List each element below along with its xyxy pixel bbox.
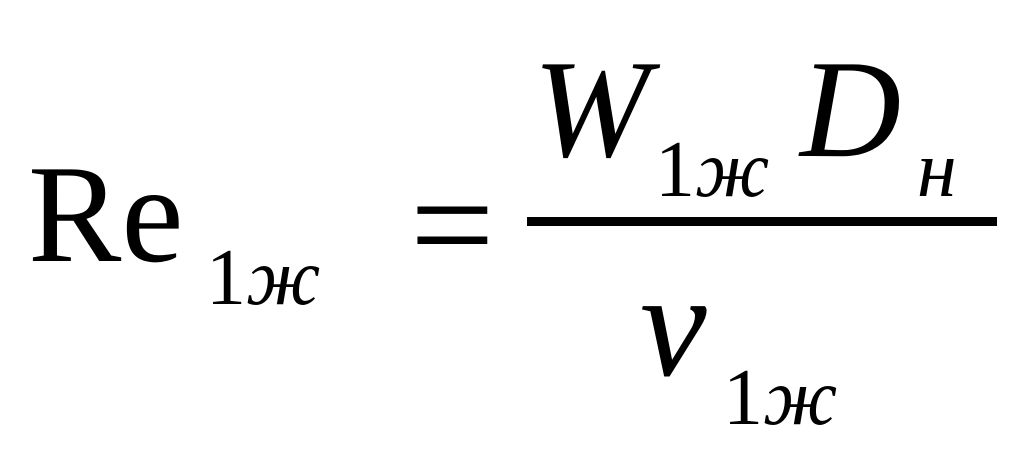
denominator-subscript-digit: 1 — [723, 354, 763, 442]
lhs-symbol: Re — [28, 137, 184, 292]
numerator-diameter-subscript: н — [917, 126, 957, 214]
numerator-velocity-subscript-digit: 1 — [655, 126, 695, 214]
denominator-subscript-letter: ж — [763, 354, 838, 442]
denominator-viscosity-symbol: ν — [640, 242, 707, 408]
lhs-subscript-letter: ж — [246, 234, 321, 322]
numerator-velocity-subscript: 1ж — [655, 130, 769, 210]
denominator-viscosity-subscript: 1ж — [723, 358, 837, 438]
fraction-bar — [527, 217, 997, 226]
equals-sign: = — [410, 142, 495, 308]
lhs-subscript-digit: 1 — [206, 234, 246, 322]
numerator-velocity-subscript-letter: ж — [695, 126, 770, 214]
numerator-velocity-symbol: W — [533, 32, 650, 187]
numerator-diameter-symbol: D — [800, 32, 902, 187]
lhs-subscript: 1ж — [206, 238, 320, 318]
